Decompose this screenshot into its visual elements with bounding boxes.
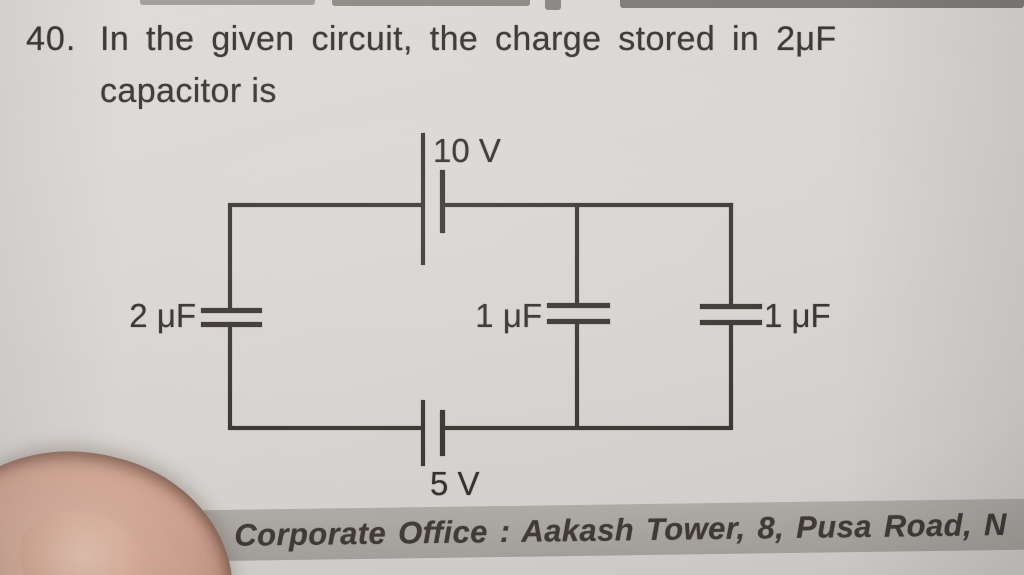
wire-bottom-left	[228, 426, 421, 430]
bottom-battery-long-plate	[421, 400, 425, 466]
left-capacitor-plate-bottom	[201, 322, 262, 327]
right-capacitor-plate-top	[700, 304, 762, 309]
bottom-battery-short-plate	[440, 410, 445, 456]
top-battery-label: 10 V	[433, 132, 501, 169]
wire-right-lower	[729, 325, 733, 428]
top-edge-text-smudge	[140, 0, 315, 5]
left-capacitor-plate-top	[201, 308, 262, 313]
top-edge-text-smudge	[620, 0, 1024, 8]
right-capacitor-label: 1 μF	[764, 297, 831, 334]
footer-banner: Corporate Office : Aakash Tower, 8, Pusa…	[146, 498, 1024, 562]
middle-capacitor-plate-bottom	[547, 319, 610, 324]
wire-top-right	[443, 203, 733, 207]
top-battery-long-plate	[421, 133, 425, 265]
wire-middle-upper	[575, 205, 579, 305]
question-number: 40.	[26, 20, 77, 58]
wire-left-upper	[228, 205, 232, 310]
middle-capacitor-label: 1 μF	[475, 297, 542, 334]
top-edge-text-smudge	[332, 0, 530, 6]
footer-banner-text: Corporate Office : Aakash Tower, 8, Pusa…	[234, 506, 1008, 553]
top-edge-text-smudge	[545, 0, 561, 10]
wire-top-left	[228, 203, 423, 207]
wire-middle-lower	[575, 324, 579, 428]
question-text-line1: In the given circuit, the charge stored …	[100, 20, 837, 58]
wire-bottom-right	[443, 426, 733, 430]
right-capacitor-plate-bottom	[700, 320, 762, 325]
left-capacitor-label: 2 μF	[129, 297, 196, 334]
middle-capacitor-plate-top	[547, 303, 610, 308]
wire-left-lower	[228, 327, 232, 428]
bottom-battery-label: 5 V	[430, 465, 480, 502]
wire-right-upper	[729, 203, 733, 306]
question-text-line2: capacitor is	[100, 72, 277, 110]
top-battery-short-plate	[440, 170, 445, 233]
